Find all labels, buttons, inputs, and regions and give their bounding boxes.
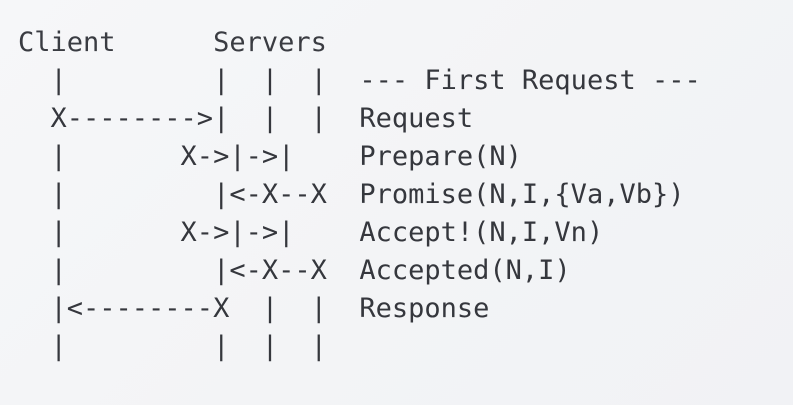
- diagram-row-lifelines-top: | | | | --- First Request ---: [18, 65, 701, 96]
- diagram-row-lifelines-bottom: | | | |: [18, 331, 327, 362]
- diagram-row-promise: | |<-X--X Promise(N,I,{Va,Vb}): [18, 179, 685, 210]
- diagram-row-client-response: |<--------X | | Response: [18, 293, 490, 324]
- diagram-row-accept: | X->|->| Accept!(N,I,Vn): [18, 217, 604, 248]
- diagram-row-accepted: | |<-X--X Accepted(N,I): [18, 255, 571, 286]
- diagram-header-row: Client Servers: [18, 27, 327, 58]
- diagram-row-client-request: X-------->| | | Request: [18, 103, 474, 134]
- diagram-row-prepare: | X->|->| Prepare(N): [18, 141, 522, 172]
